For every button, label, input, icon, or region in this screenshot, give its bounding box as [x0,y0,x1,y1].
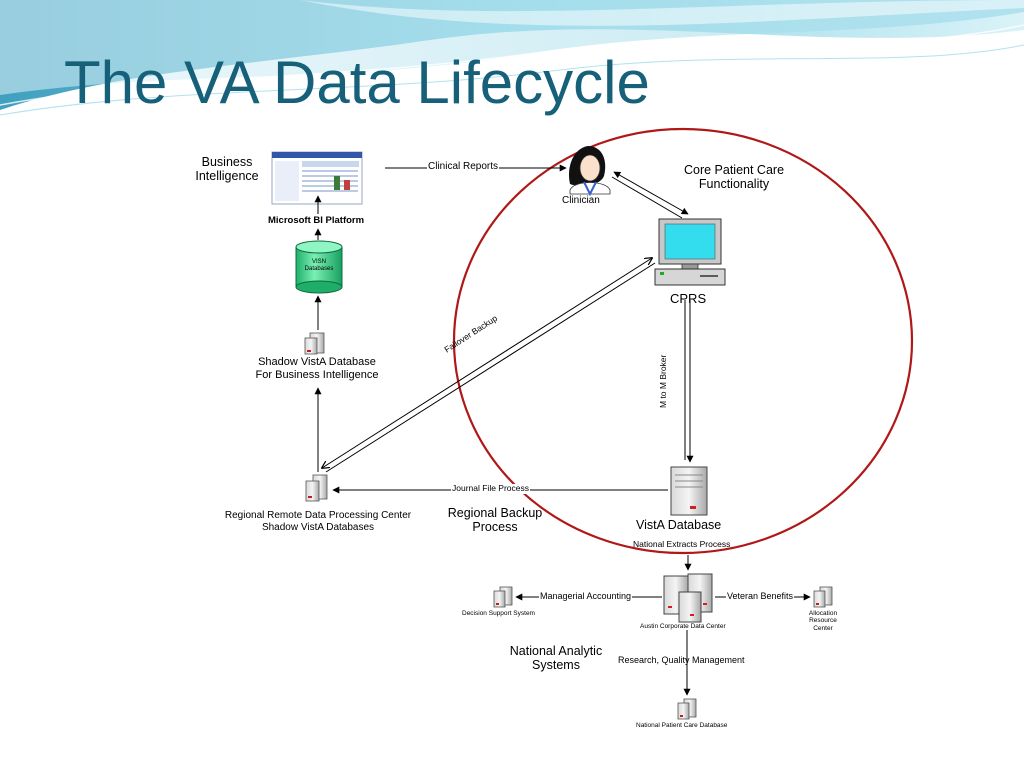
allocation-server-icon [813,586,833,608]
regional-server-icon [305,474,328,502]
veteran-benefits-label: Veteran Benefits [726,591,795,602]
core-patient-care-label: Core Patient Care Functionality [683,163,785,192]
shadow-vista-bi-server-icon [304,332,325,355]
national-extracts-label: National Extracts Process [633,539,731,549]
national-patient-care-server-icon [677,698,697,720]
austin-center-label: Austin Corporate Data Center [640,623,726,630]
vista-database-label: VistA Database [636,518,722,532]
clinician-icon [568,146,611,197]
austin-server-cluster-icon [663,573,713,623]
business-intelligence-label: Business Intelligence [195,155,259,184]
edge-clinician-cprs [613,171,689,215]
regional-backup-process-label: Regional Backup Process [447,506,543,535]
slide-title: The VA Data Lifecycle [64,49,650,116]
allocation-center-label: Allocation Resource Center [808,610,838,632]
national-patient-care-db-label: National Patient Care Database [636,722,728,729]
microsoft-bi-platform-label: Microsoft BI Platform [268,215,365,226]
journal-file-process-label: Journal File Process [451,483,531,494]
research-quality-label: Research, Quality Management [618,655,745,665]
managerial-accounting-label: Managerial Accounting [539,591,633,602]
cprs-computer-icon [654,218,726,286]
national-analytic-label: National Analytic Systems [509,644,603,673]
regional-center-label: Regional Remote Data Processing Center S… [224,510,412,533]
shadow-vista-bi-label: Shadow VistA Database For Business Intel… [255,356,379,381]
clinician-label: Clinician [562,195,600,206]
bi-screenshot-icon [271,151,363,205]
decision-support-server-icon [493,586,513,608]
header-wave-decoration [0,0,1024,116]
m-to-m-broker-label: M to M Broker [658,354,668,408]
clinical-reports-label: Clinical Reports [427,161,500,173]
decision-support-label: Decision Support System [462,610,535,617]
cprs-label: CPRS [670,291,707,306]
edge-failover-backup [322,258,652,468]
vista-database-server-icon [670,466,708,516]
visn-databases-label: VISN Databases [304,259,334,272]
